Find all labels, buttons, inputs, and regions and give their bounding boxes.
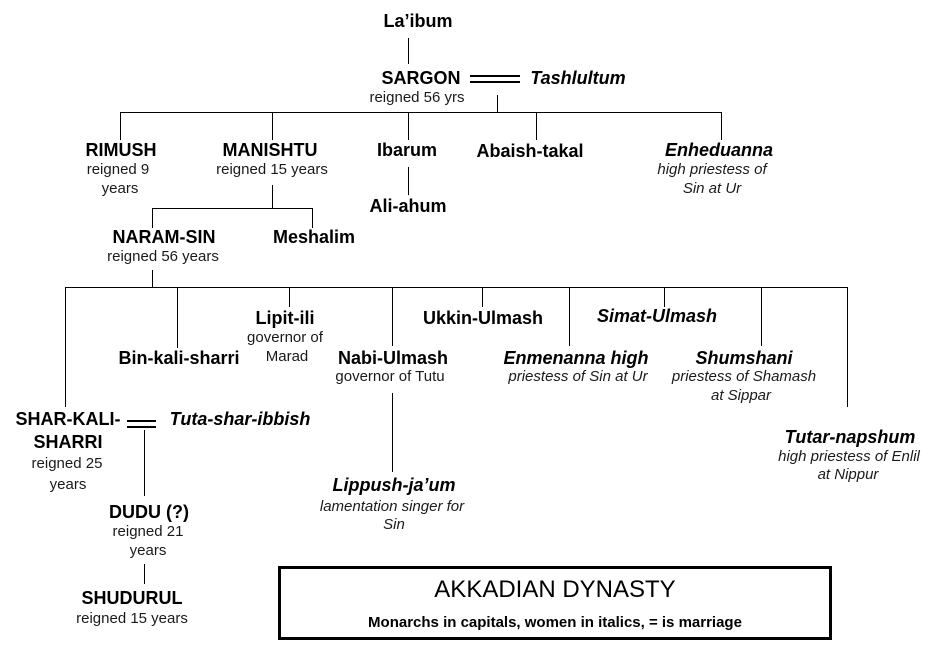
connector-marriage-drop [497,95,498,112]
connector-drop-naramsin [152,209,153,228]
person-tutar-napshum: Tutar-napshum [784,427,916,447]
person-lippush-jaum: Lippush-ja’um [332,475,456,495]
person-rimush: RIMUSH [85,140,157,160]
person-nabi-ulmash-title: governor of Tutu [335,368,445,385]
connector-drop-lipitili [289,288,290,307]
legend-note: Monarchs in capitals, women in italics, … [368,614,742,631]
connector-gen2-rail [120,112,722,113]
marriage-equals-sharkali [127,420,156,428]
person-tuta-shar-ibbish: Tuta-shar-ibbish [169,409,311,429]
person-shumshani-title-2: at Sippar [710,387,772,404]
person-bin-kali-sharri: Bin-kali-sharri [118,348,240,368]
connector-gen3-rail [152,208,313,209]
connector-drop-manishtu [272,113,273,140]
person-enheduanna-title-2: Sin at Ur [682,180,742,197]
person-tutar-napshum-title-1: high priestess of Enlil [778,448,920,465]
person-naram-sin: NARAM-SIN [112,227,216,247]
person-meshalim: Meshalim [272,227,356,247]
connector-drop-shumshani [761,288,762,346]
person-shar-kali-sharri-reign-2: years [49,476,87,493]
connector-drop-nabiulmash [392,288,393,346]
person-enheduanna: Enheduanna [664,140,774,160]
connector-dudu-shudurul [144,564,145,584]
person-lippush-jaum-title-1: lamentation singer for [319,498,465,515]
person-rimush-reign-1: reigned 9 [86,161,150,178]
legend-box [278,566,832,640]
person-lippush-jaum-title-2: Sin [383,516,405,533]
connector-drop-abaish [536,113,537,140]
connector-nabiulmash-lippush [392,393,393,472]
person-shar-kali-sharri-line2: SHARRI [33,432,103,452]
connector-gen4-rail [65,287,848,288]
legend-title: AKKADIAN DYNASTY [434,576,676,603]
person-tutar-napshum-title-2: at Nippur [817,466,879,483]
person-manishtu: MANISHTU [222,140,318,160]
person-ali-ahum: Ali-ahum [369,196,447,216]
connector-manishtu-down [272,185,273,208]
person-lipit-ili-title-2: Marad [265,348,309,365]
connector-drop-ibarum [408,113,409,140]
connector-drop-binkali [177,288,178,348]
person-manishtu-reign: reigned 15 years [216,161,328,178]
person-abaish-takal: Abaish-takal [476,141,584,161]
person-rimush-reign-2: years [101,180,139,197]
connector-drop-enheduanna [721,113,722,140]
person-tashlultum: Tashlultum [530,68,626,88]
person-enheduanna-title-1: high priestess of [657,161,767,178]
person-dudu-reign-2: years [129,542,167,559]
connector-drop-enmenanna [569,288,570,346]
person-shudurul-reign: reigned 15 years [76,610,188,627]
person-ibarum: Ibarum [376,140,438,160]
connector-sharkali-dudu [144,430,145,496]
connector-drop-meshalim [312,209,313,228]
person-sargon-reign: reigned 56 yrs [369,89,465,106]
person-shar-kali-sharri-line1: SHAR-KALI- [15,409,121,429]
person-shudurul: SHUDURUL [81,588,183,608]
person-dudu-reign-1: reigned 21 [112,523,184,540]
person-simat-ulmash: Simat-Ulmash [596,306,718,326]
connector-drop-tutarnapshum [847,288,848,407]
person-shumshani: Shumshani [695,348,793,368]
person-enmenanna-title: priestess of Sin at Ur [508,368,648,385]
person-laibum: La’ibum [383,11,453,31]
connector-drop-ukkinulmash [482,288,483,307]
connector-naramsin-down [152,270,153,287]
connector-drop-sharkali [65,288,66,407]
connector-ibarum-aliahum [408,167,409,195]
connector-drop-simatulmash [664,288,665,307]
person-shumshani-title-1: priestess of Shamash [671,368,817,385]
person-nabi-ulmash: Nabi-Ulmash [337,348,449,368]
person-lipit-ili: Lipit-ili [255,308,315,328]
person-dudu: DUDU (?) [109,502,189,522]
person-shar-kali-sharri-reign-1: reigned 25 [31,455,103,472]
person-sargon: SARGON [381,68,461,88]
person-enmenanna: Enmenanna high [503,348,649,368]
connector-laibum-sargon [408,38,409,64]
person-lipit-ili-title-1: governor of [247,329,323,346]
person-naram-sin-reign: reigned 56 years [107,248,219,265]
connector-drop-rimush [120,113,121,140]
person-ukkin-ulmash: Ukkin-Ulmash [422,308,544,328]
marriage-equals-sargon [470,75,520,83]
